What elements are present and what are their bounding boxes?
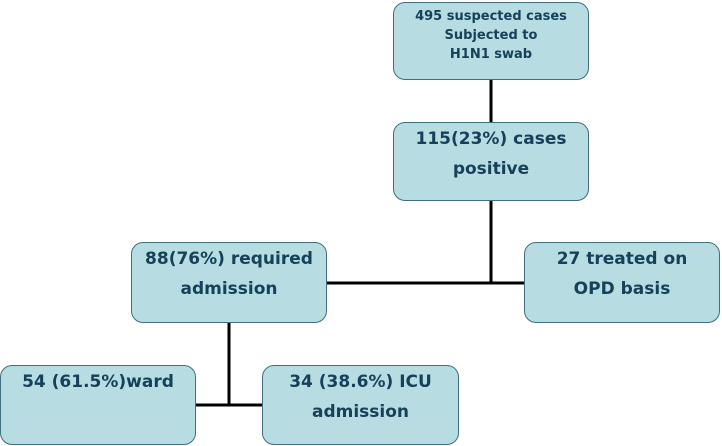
node-positive-cases-line-2: positive <box>452 159 530 179</box>
node-positive-cases-line-1: 115(23%) cases <box>415 129 567 149</box>
node-suspected-cases-line-1: 495 suspected cases <box>415 9 567 24</box>
node-ward-line-1: 54 (61.5%)ward <box>22 372 174 392</box>
node-required-admission-line-2: admission <box>180 279 278 299</box>
node-required-admission: 88(76%) required admission <box>131 242 327 323</box>
node-positive-cases: 115(23%) cases positive <box>393 122 589 201</box>
node-suspected-cases-line-3: H1N1 swab <box>449 47 533 62</box>
node-required-admission-line-1: 88(76%) required <box>145 249 313 269</box>
node-suspected-cases-line-2: Subjected to <box>444 28 538 43</box>
node-icu-admission: 34 (38.6%) ICU admission <box>262 365 459 445</box>
node-opd-basis-line-2: OPD basis <box>573 279 671 299</box>
node-icu-admission-line-2: admission <box>311 402 410 422</box>
node-opd-basis: 27 treated on OPD basis <box>524 242 720 323</box>
node-opd-basis-line-1: 27 treated on <box>556 249 688 269</box>
node-suspected-cases: 495 suspected cases Subjected to H1N1 sw… <box>393 2 589 80</box>
node-icu-admission-line-1: 34 (38.6%) ICU <box>289 372 432 392</box>
node-ward: 54 (61.5%)ward <box>0 365 196 445</box>
